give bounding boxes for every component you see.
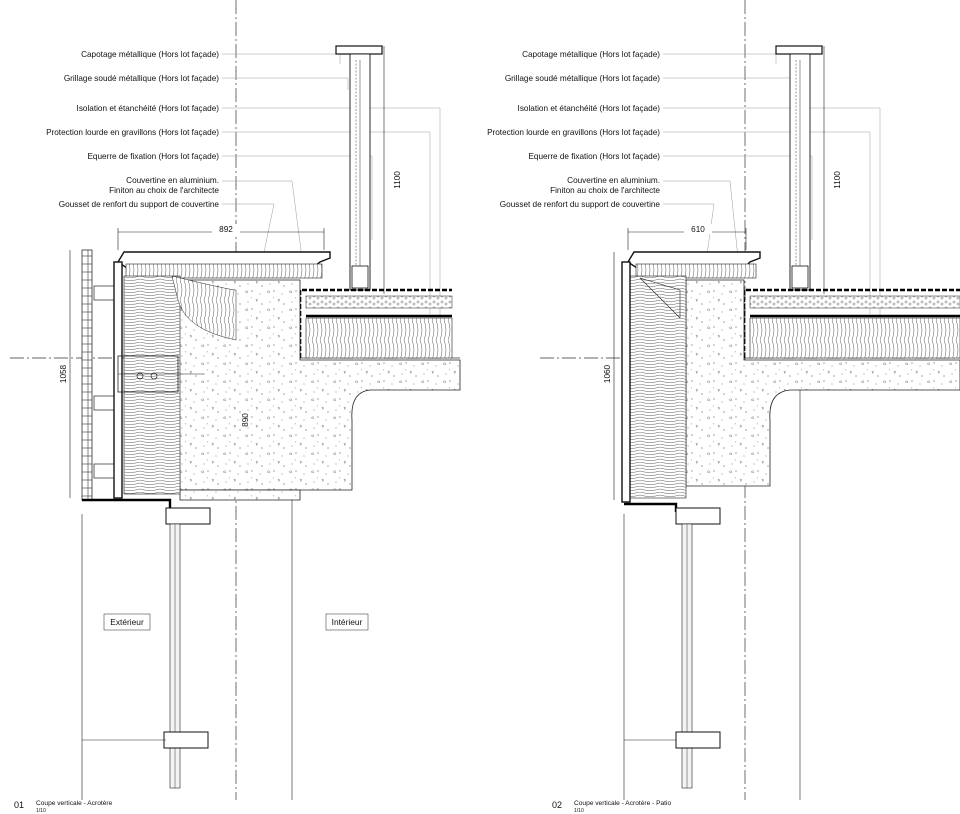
roof-insulation — [749, 317, 960, 359]
label-gousset: Gousset de renfort du support de couvert… — [59, 200, 220, 209]
leader-couvertine — [222, 180, 303, 259]
dim-guardrail: 1100 — [833, 171, 842, 189]
leader-protection — [222, 131, 431, 314]
facade-brick-frame — [81, 249, 93, 501]
label-equerre: Equerre de fixation (Hors lot façade) — [528, 152, 660, 161]
concrete-structure — [177, 279, 461, 491]
dim-top-bg — [212, 224, 240, 234]
label-isolation: Isolation et étanchéité (Hors lot façade… — [518, 104, 661, 113]
leader-equerre — [222, 155, 373, 240]
dim-height: 1060 — [603, 364, 612, 383]
coping-insulation — [635, 263, 757, 279]
leader-equerre — [663, 155, 813, 240]
room-interior: Intérieur — [332, 617, 363, 627]
label-group: Capotage métallique (Hors lot façade) Gr… — [487, 50, 660, 209]
facade-insulation — [123, 275, 181, 495]
gusset-bracket — [639, 277, 681, 319]
gravel-layer — [305, 295, 453, 309]
gusset-insulation — [171, 275, 237, 341]
roof-insulation — [305, 317, 453, 359]
label-protection: Protection lourde en gravillons (Hors lo… — [46, 128, 219, 137]
label-couvertine: Couvertine en aluminium. — [567, 176, 660, 185]
label-finition: Finiton au choix de l'architecte — [109, 186, 219, 195]
label-capotage: Capotage métallique (Hors lot façade) — [81, 50, 219, 59]
label-capotage: Capotage métallique (Hors lot façade) — [522, 50, 660, 59]
detail-02: Capotage métallique (Hors lot façade) Gr… — [487, 0, 960, 814]
window-frame — [675, 507, 721, 789]
leader-couvertine — [663, 180, 739, 259]
dim-top-bg — [684, 224, 712, 234]
room-exterior-box — [103, 613, 151, 631]
label-equerre: Equerre de fixation (Hors lot façade) — [87, 152, 219, 161]
soffit-line — [624, 502, 678, 512]
facade-brackets — [93, 285, 204, 479]
facade-cladding — [621, 261, 631, 503]
leader-gousset — [222, 203, 275, 263]
title-scale: 1/10 — [574, 808, 584, 814]
gravel-layer — [749, 295, 960, 309]
label-gousset: Gousset de renfort du support de couvert… — [500, 200, 661, 209]
label-grillage: Grillage soudé métallique (Hors lot faça… — [505, 74, 660, 83]
window-frame — [163, 507, 211, 789]
leader-capotage — [663, 53, 777, 64]
title-number: 01 — [14, 800, 24, 810]
title-text: Coupe verticale - Acrotère - Patio — [574, 800, 671, 807]
label-couvertine: Couvertine en aluminium. — [126, 176, 219, 185]
dim-slab: 890 — [241, 413, 250, 427]
coping-insulation — [125, 263, 323, 279]
label-group: Capotage métallique (Hors lot façade) Gr… — [46, 50, 219, 209]
facade-insulation — [629, 275, 687, 499]
leader-isolation — [222, 107, 441, 330]
guardrail — [775, 45, 825, 294]
label-protection: Protection lourde en gravillons (Hors lo… — [487, 128, 660, 137]
title-scale: 1/10 — [36, 808, 46, 814]
leader-protection — [663, 131, 871, 314]
leader-grillage — [663, 77, 791, 90]
room-exterior: Extérieur — [110, 617, 144, 627]
leader-isolation — [663, 107, 881, 330]
leader-grillage — [222, 77, 349, 90]
dim-height: 1058 — [59, 364, 68, 383]
soffit-line — [82, 498, 172, 510]
dim-top: 892 — [219, 225, 233, 234]
label-isolation: Isolation et étanchéité (Hors lot façade… — [77, 104, 220, 113]
guardrail — [335, 45, 385, 294]
label-grillage: Grillage soudé métallique (Hors lot faça… — [64, 74, 219, 83]
title-number: 02 — [552, 800, 562, 810]
dim-top: 610 — [691, 225, 705, 234]
concrete-beam — [179, 489, 301, 501]
concrete-structure — [685, 279, 960, 487]
label-finition: Finiton au choix de l'architecte — [550, 186, 660, 195]
room-interior-box — [325, 613, 369, 631]
leader-capotage — [222, 53, 341, 64]
title-text: Coupe verticale - Acrotère — [36, 800, 113, 807]
dim-guardrail: 1100 — [393, 171, 402, 189]
detail-01: Capotage métallique (Hors lot façade) Gr… — [10, 0, 461, 814]
leader-gousset — [663, 203, 715, 263]
